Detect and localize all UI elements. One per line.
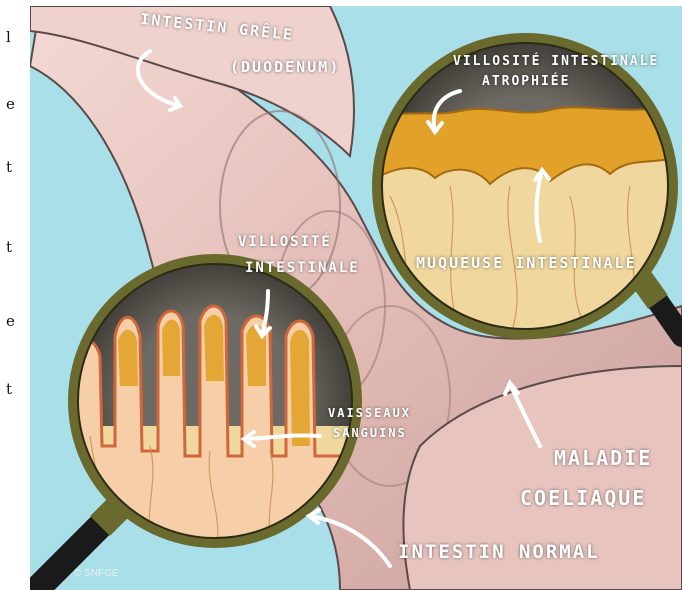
left-margin-strip: l e t t e t bbox=[0, 0, 30, 590]
label-atrophied-villus: VILLOSITÉ INTESTINALE bbox=[453, 54, 659, 69]
label-intestinal-mucosa: MUQUEUSE INTESTINALE bbox=[416, 254, 637, 272]
label-celiac-disease-2: COELIAQUE bbox=[520, 486, 646, 510]
margin-text-fragment: e bbox=[6, 312, 15, 330]
label-celiac-disease: MALADIE bbox=[554, 446, 652, 470]
margin-text-fragment: t bbox=[6, 238, 12, 256]
margin-text-fragment: t bbox=[6, 380, 12, 398]
label-normal-intestine: INTESTIN NORMAL bbox=[398, 541, 600, 563]
copyright-notice: © SNFGE bbox=[74, 568, 119, 579]
label-intestinal-villus: VILLOSITÉ bbox=[238, 234, 332, 250]
label-blood-vessels: VAISSEAUX bbox=[328, 406, 411, 420]
label-intestinal-villus-2: INTESTINALE bbox=[245, 260, 360, 276]
label-duodenum: (DUODENUM) bbox=[230, 58, 340, 76]
margin-text-fragment: t bbox=[6, 158, 12, 176]
celiac-disease-illustration: INTESTIN GRÊLE (DUODENUM) VILLOSITÉ INTE… bbox=[30, 6, 682, 590]
label-blood-vessels-2: SANGUINS bbox=[333, 426, 407, 440]
margin-text-fragment: e bbox=[6, 95, 15, 113]
margin-text-fragment: l bbox=[6, 28, 11, 46]
label-atrophied: ATROPHIÉE bbox=[482, 74, 570, 89]
